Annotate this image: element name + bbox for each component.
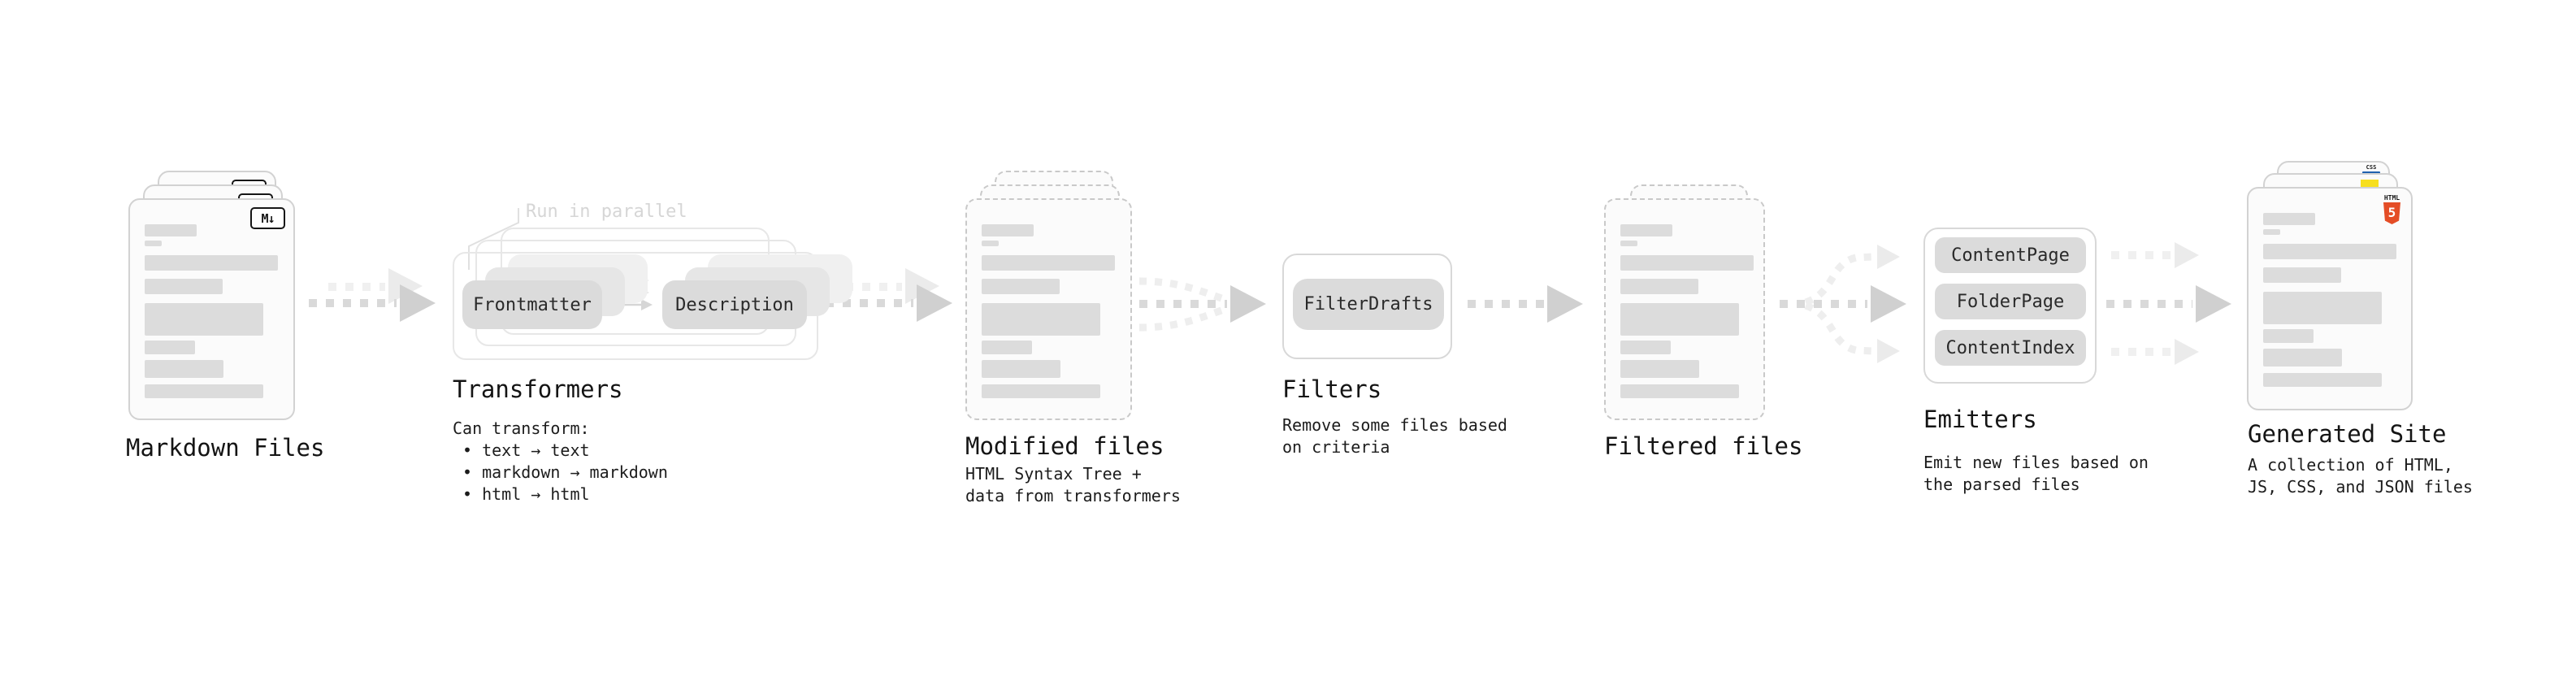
stage-label-markdown-files: Markdown Files [126, 434, 325, 462]
file-card-front: HTML 5 [2247, 187, 2413, 410]
caption-line: HTML Syntax Tree + [965, 464, 1142, 484]
caption-line: Remove some files based [1282, 415, 1507, 435]
stage-label-emitters: Emitters [1923, 406, 2037, 433]
arrow-markdown-to-transformers [309, 268, 436, 322]
caption-line: Emit new files based on [1923, 453, 2149, 472]
filters-caption: Remove some files based on criteria [1282, 414, 1507, 458]
markdown-icon: M↓ [250, 207, 285, 229]
file-content-bars [130, 200, 293, 419]
css-icon: CSS [2362, 165, 2380, 175]
caption-line: • markdown → markdown [462, 462, 668, 482]
emitter-box-contentpage: ContentPage [1935, 237, 2086, 273]
stage-label-generated-site: Generated Site [2248, 420, 2447, 448]
file-content-bars [1606, 200, 1763, 419]
filter-box-filterdrafts: FilterDrafts [1293, 279, 1444, 330]
transformers-caption: Can transform: • text → text • markdown … [453, 418, 668, 505]
stage-label-filters: Filters [1282, 375, 1382, 403]
emitters-caption: Emit new files based on the parsed files [1923, 452, 2149, 496]
transformer-box-description: Description [662, 280, 807, 329]
caption-line: • text → text [462, 440, 590, 460]
caption-line: the parsed files [1923, 475, 2080, 494]
arrow-modified-to-filters [1138, 277, 1266, 332]
caption-line: JS, CSS, and JSON files [2248, 477, 2473, 497]
file-card-front: M↓ [128, 198, 295, 420]
modified-files-caption: HTML Syntax Tree + data from transformer… [965, 463, 1181, 507]
file-content-bars [967, 200, 1130, 419]
file-card-front [965, 198, 1132, 420]
arrow-emitters-to-site [2106, 242, 2231, 365]
html5-icon-label: HTML [2383, 194, 2400, 202]
file-card-front [1604, 198, 1765, 420]
stage-label-modified-files: Modified files [965, 432, 1164, 460]
arrow-filters-to-filtered [1468, 285, 1583, 323]
emitter-box-contentindex: ContentIndex [1935, 330, 2086, 366]
transformer-box-frontmatter: Frontmatter [462, 280, 602, 329]
html5-icon: HTML 5 [2383, 194, 2400, 224]
arrow-filtered-to-emitters [1780, 245, 1906, 363]
file-content-bars [2249, 189, 2411, 409]
caption-line: data from transformers [965, 486, 1181, 505]
run-in-parallel-note: Run in parallel [526, 202, 687, 222]
generated-site-caption: A collection of HTML, JS, CSS, and JSON … [2248, 454, 2473, 498]
emitter-box-folderpage: FolderPage [1935, 284, 2086, 319]
css-icon-bar [2362, 171, 2380, 175]
html5-icon-shield: 5 [2383, 202, 2400, 224]
caption-line: on criteria [1282, 437, 1390, 457]
caption-line: • html → html [462, 484, 590, 504]
caption-line: Can transform: [453, 419, 590, 438]
caption-line: A collection of HTML, [2248, 455, 2453, 475]
stage-label-filtered-files: Filtered files [1604, 432, 1803, 460]
css-icon-label: CSS [2366, 164, 2377, 171]
stage-label-transformers: Transformers [453, 375, 623, 403]
